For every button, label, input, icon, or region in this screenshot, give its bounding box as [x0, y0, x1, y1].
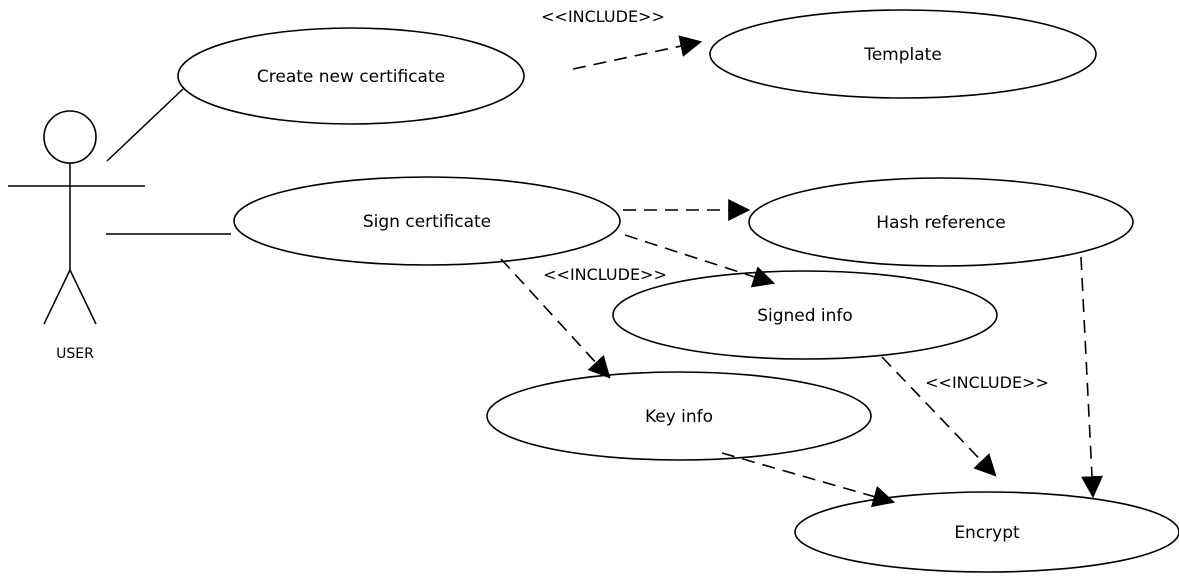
stereotype-include-top: <<INCLUDE>>: [541, 7, 665, 26]
svg-text:Create new certificate: Create new certificate: [257, 67, 445, 87]
include-sign-key: [500, 258, 611, 379]
include-create-template: [572, 35, 703, 70]
actor-right-leg: [69, 269, 97, 325]
svg-text:Key info: Key info: [645, 407, 713, 427]
actor-left-leg: [43, 269, 71, 325]
usecase-template: Template: [709, 9, 1097, 99]
dependency-hash-encrypt: [1080, 256, 1103, 499]
actor-user: USER: [8, 110, 145, 362]
include-signed-encrypt: [881, 356, 997, 477]
dependency-sign-signed: [624, 234, 776, 288]
svg-text:Sign certificate: Sign certificate: [363, 212, 491, 232]
usecase-signed-info: Signed info: [612, 270, 998, 360]
usecase-create-new-certificate: Create new certificate: [177, 27, 525, 125]
usecase-hash-reference: Hash reference: [748, 177, 1134, 267]
usecase-encrypt: Encrypt: [794, 491, 1179, 573]
svg-text:Hash reference: Hash reference: [876, 213, 1005, 233]
usecase-key-info: Key info: [486, 371, 872, 461]
stereotype-include-right: <<INCLUDE>>: [925, 373, 1049, 392]
usecase-sign-certificate: Sign certificate: [233, 176, 621, 266]
actor-label: USER: [56, 346, 94, 362]
association-user-create: [106, 88, 184, 162]
svg-text:Signed info: Signed info: [757, 306, 853, 326]
dependency-key-encrypt: [721, 452, 896, 508]
actor-head: [43, 110, 97, 164]
stereotype-include-mid: <<INCLUDE>>: [543, 265, 667, 284]
svg-text:Encrypt: Encrypt: [954, 523, 1020, 543]
svg-text:Template: Template: [863, 45, 942, 65]
